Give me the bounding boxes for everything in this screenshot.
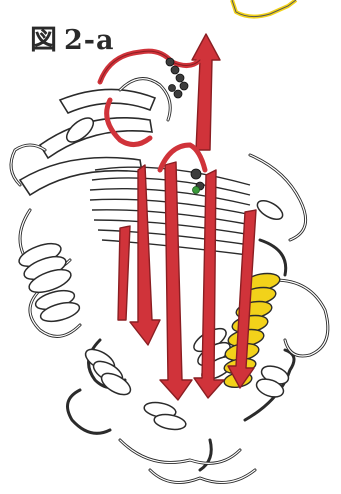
strand-long-1 bbox=[130, 165, 160, 345]
strand-left bbox=[118, 226, 130, 320]
strand-top-arrow bbox=[192, 34, 220, 150]
ligand-green-atom bbox=[193, 187, 200, 194]
strand-long-2 bbox=[160, 162, 192, 400]
